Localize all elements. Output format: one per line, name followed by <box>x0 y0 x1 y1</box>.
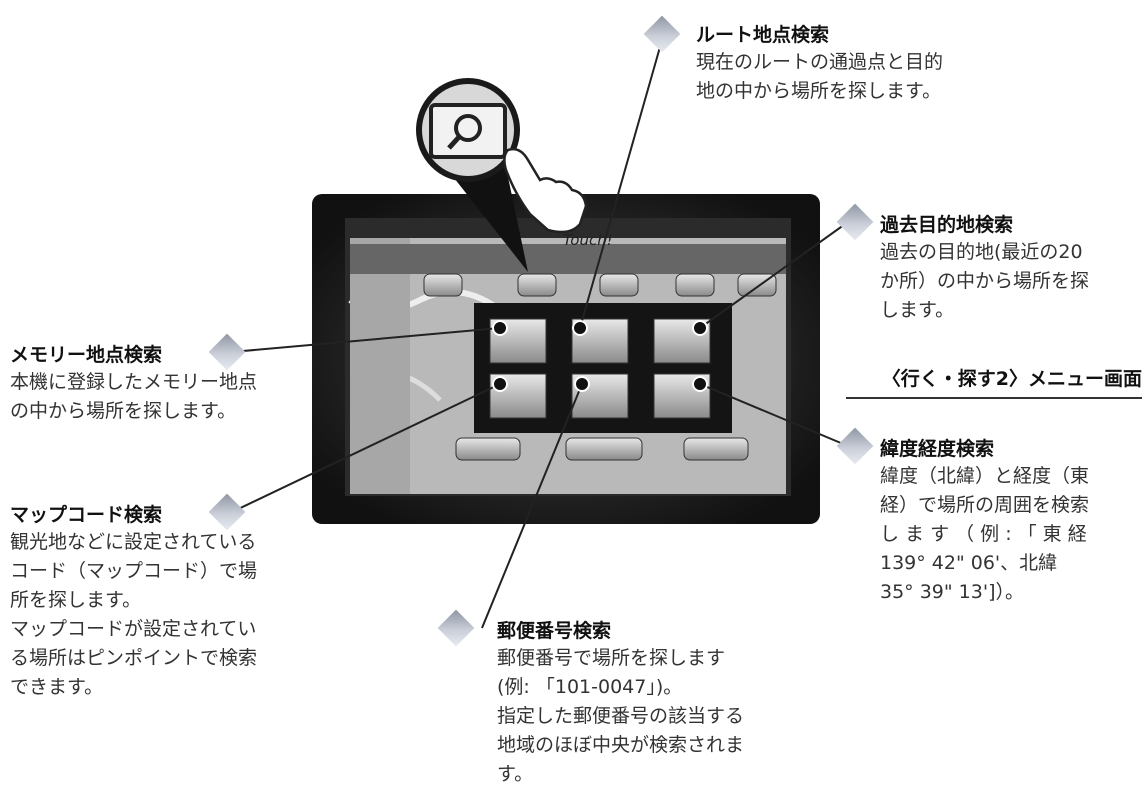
marker-mapcode <box>492 376 508 392</box>
postal-desc: 郵便番号で場所を探します (例: 「101-0047」)。 指定した郵便番号の該… <box>497 647 745 785</box>
mapcode-title: マップコード検索 <box>10 504 163 526</box>
marker-postal <box>574 376 590 392</box>
marker-latlon <box>692 376 708 392</box>
marker-past <box>692 320 708 336</box>
leader-postal <box>481 383 583 629</box>
pointing-hand-icon <box>503 147 588 234</box>
past-annotation: 過去目的地検索 過去の目的地(最近の20 か所）の中から場所を探 します。 <box>880 212 1089 325</box>
past-title: 過去目的地検索 <box>880 214 1014 236</box>
latlon-desc: 緯度（北緯）と経度（東 経）で場所の周囲を検索 し ま す （ 例 : 「 東 … <box>880 465 1090 603</box>
postal-annotation: 郵便番号検索 郵便番号で場所を探します (例: 「101-0047」)。 指定し… <box>497 618 744 789</box>
leader-latlon <box>699 383 849 447</box>
leader-past <box>699 221 849 329</box>
postal-title: 郵便番号検索 <box>497 620 612 642</box>
memory-title: メモリー地点検索 <box>10 344 163 366</box>
search-icon <box>454 114 482 142</box>
mapcode-annotation: マップコード検索 観光地などに設定されている コード（マップコード）で場 所を探… <box>10 502 257 702</box>
leader-mapcode <box>231 383 501 513</box>
memory-desc: 本機に登録したメモリー地点 の中から場所を探します。 <box>10 371 258 422</box>
past-desc: 過去の目的地(最近の20 か所）の中から場所を探 します。 <box>880 241 1090 321</box>
bottom-button-center <box>565 437 643 461</box>
top-menu-bar <box>350 244 786 274</box>
memory-annotation: メモリー地点検索 本機に登録したメモリー地点 の中から場所を探します。 <box>10 342 257 426</box>
tab-button-1 <box>423 273 463 297</box>
route-title: ルート地点検索 <box>696 24 830 46</box>
tab-button-search <box>517 273 557 297</box>
leader-memory <box>231 327 501 353</box>
bottom-button-left <box>455 437 521 461</box>
leader-route <box>579 39 663 329</box>
marker-memory <box>492 320 508 336</box>
section-title: 〈行く・探す2〉メニュー画面 <box>846 364 1142 399</box>
latlon-annotation: 緯度経度検索 緯度（北緯）と経度（東 経）で場所の周囲を検索 し ま す （ 例… <box>880 436 1089 607</box>
tab-button-3 <box>599 273 639 297</box>
leader-lines <box>231 39 849 629</box>
touch-label: Touch! <box>563 231 613 249</box>
marker-route <box>572 320 588 336</box>
bottom-button-right <box>683 437 749 461</box>
tab-button-4 <box>675 273 715 297</box>
latlon-title: 緯度経度検索 <box>880 438 995 460</box>
navigation-screen-illustration <box>312 78 820 524</box>
mapcode-desc: 観光地などに設定されている コード（マップコード）で場 所を探します。 マップコ… <box>10 531 258 698</box>
route-desc: 現在のルートの通過点と目的 地の中から場所を探します。 <box>696 51 944 102</box>
route-annotation: ルート地点検索 現在のルートの通過点と目的 地の中から場所を探します。 <box>696 22 943 106</box>
